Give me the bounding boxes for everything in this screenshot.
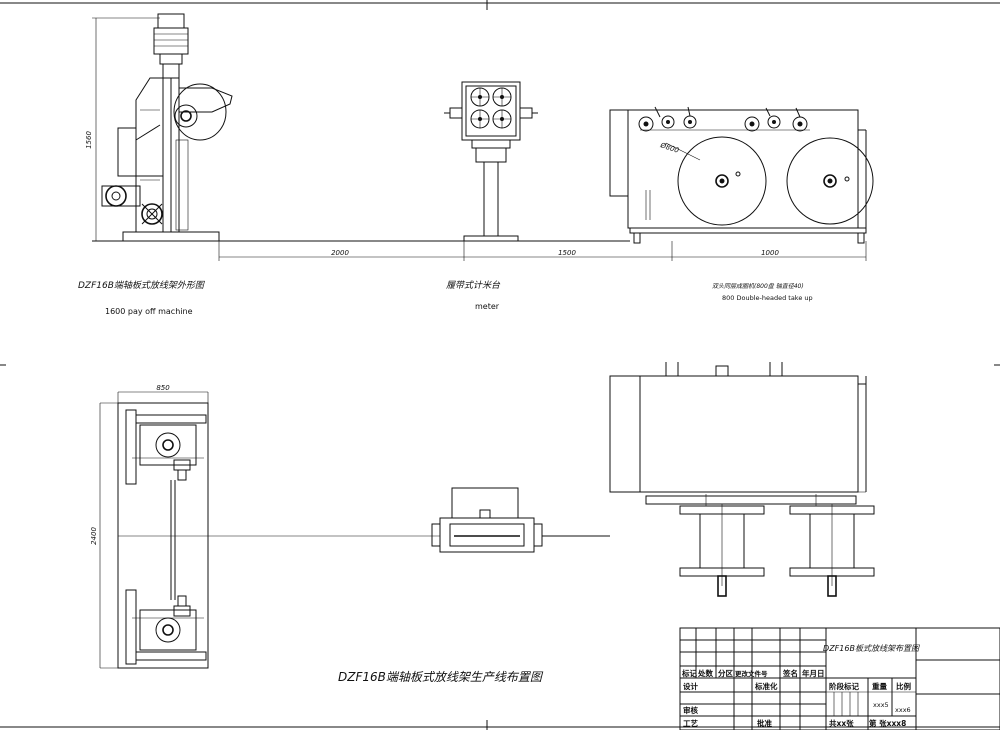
takeup-plan-view xyxy=(609,362,875,597)
horizontal-dimension-line xyxy=(218,240,867,261)
tb-label-count: 处数 xyxy=(697,668,713,678)
tb-design: 设计 xyxy=(683,681,698,691)
drawing-name-text: DZF16B板式放线架布置图 xyxy=(823,644,920,653)
title-block-drawing-name: DZF16B板式放线架布置图 xyxy=(823,644,920,653)
tb-label-date: 年月日 xyxy=(802,668,825,678)
height-dimension-1560: 1560 xyxy=(85,131,93,149)
tb-review: 审核 xyxy=(683,705,698,715)
dimension-2000: 2000 xyxy=(331,249,349,257)
meter-elevation xyxy=(444,81,538,242)
takeup-machine-elevation xyxy=(609,106,874,244)
tb-process: 工艺 xyxy=(683,718,698,728)
tb-label-mark: 标记 xyxy=(681,668,697,678)
tb-sheet-total: 共xx张 xyxy=(829,718,854,728)
layout-title: DZF16B端轴板式放线架生产线布置图 xyxy=(338,670,544,684)
tb-label-signature: 签名 xyxy=(782,668,798,678)
tb-sheet-current: 第 张xxx8 xyxy=(869,718,906,728)
payoff-plan-view xyxy=(99,391,440,669)
width-dimension-850: 850 xyxy=(156,384,170,392)
tb-stage-mark: 阶段标记 xyxy=(829,681,859,691)
tb-label-change-doc: 更改文件号 xyxy=(735,669,768,678)
tb-scale-value: xxx6 xyxy=(895,706,911,714)
tb-label-zone: 分区 xyxy=(718,668,733,678)
tb-approve: 批准 xyxy=(757,718,772,728)
takeup-subcaption: 800 Double-headed take up xyxy=(722,294,813,302)
tb-standardize: 标准化 xyxy=(754,681,778,691)
tb-weight-value: xxx5 xyxy=(873,701,889,709)
takeup-caption: 双头同层成圈机(800盘 轴直径40) xyxy=(712,282,804,290)
payoff-subcaption: 1600 pay off machine xyxy=(105,307,193,316)
payoff-machine-elevation xyxy=(92,13,233,242)
dimension-1500: 1500 xyxy=(558,249,576,257)
tb-weight: 重量 xyxy=(872,681,887,691)
dimension-1000: 1000 xyxy=(761,249,779,257)
length-dimension-2400: 2400 xyxy=(90,527,98,545)
tb-scale: 比例 xyxy=(896,681,911,691)
meter-plan-view xyxy=(431,487,610,553)
reel-diameter-label: Ø800 xyxy=(658,141,680,155)
payoff-caption: DZF16B端轴板式放线架外形图 xyxy=(78,280,206,291)
meter-caption: 履带式计米台 xyxy=(446,280,501,291)
meter-subcaption: meter xyxy=(475,302,500,311)
